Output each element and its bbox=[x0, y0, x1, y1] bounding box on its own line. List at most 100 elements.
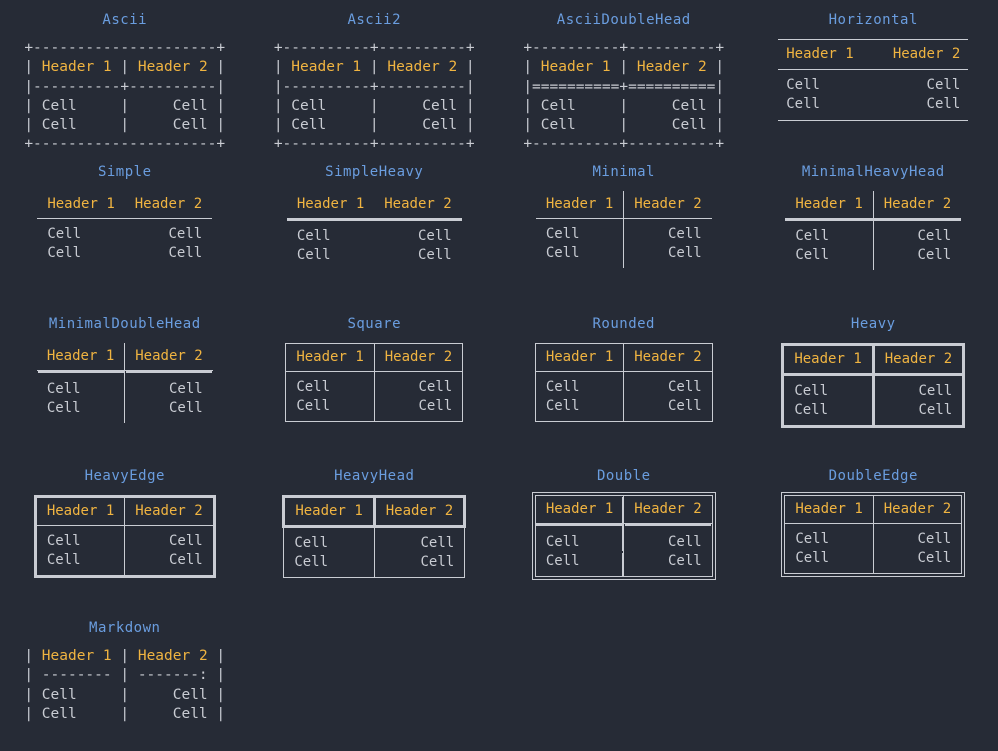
column-header-1: Header 1 bbox=[37, 191, 125, 219]
cell-right: Cell bbox=[872, 549, 962, 574]
cell-right: Cell bbox=[373, 526, 465, 553]
ascii-art-table: +---------------------+ | Header 1 | Hea… bbox=[24, 40, 226, 153]
cell-left: Cell bbox=[296, 228, 331, 244]
column-header-1: Header 1 bbox=[535, 343, 624, 372]
column-header-1: Header 1 bbox=[535, 495, 624, 524]
top-rule bbox=[778, 39, 969, 40]
table-card-markdown: Markdown| Header 1 | Header 2 | | ------… bbox=[0, 608, 250, 751]
cell-right: Cell bbox=[124, 525, 215, 551]
column-header-1: Header 1 bbox=[285, 343, 375, 372]
column-header-1: Header 1 bbox=[785, 191, 874, 221]
column-header-2: Header 2 bbox=[623, 191, 712, 219]
cell-left: Cell bbox=[294, 535, 329, 551]
cell-right: Cell bbox=[373, 553, 465, 578]
column-header-2: Header 2 bbox=[892, 46, 961, 62]
cell-left: Cell bbox=[545, 245, 580, 261]
cell-left: Cell bbox=[296, 398, 331, 414]
cell-right: Cell bbox=[926, 77, 961, 93]
ascii-art-table: | Header 1 | Header 2 | | -------- | ---… bbox=[24, 648, 226, 722]
cell-left: Cell bbox=[47, 245, 82, 261]
table-style-title: Heavy bbox=[850, 316, 896, 332]
column-header-1: Header 1 bbox=[35, 496, 125, 526]
table-style-title: MinimalDoubleHead bbox=[48, 316, 201, 332]
cell-right: Cell bbox=[872, 523, 962, 549]
cell-left: Cell bbox=[296, 247, 331, 263]
table-style-title: Horizontal bbox=[828, 12, 918, 28]
cell-left: Cell bbox=[545, 553, 580, 569]
cell-right: Cell bbox=[926, 96, 961, 112]
column-header-2: Header 2 bbox=[872, 495, 962, 524]
cell-right: Cell bbox=[417, 228, 452, 244]
table-style-title: AsciiDoubleHead bbox=[556, 12, 691, 28]
cell-left: Cell bbox=[296, 379, 331, 395]
cell-right: Cell bbox=[168, 245, 203, 261]
column-header-2: Header 2 bbox=[623, 495, 713, 524]
table-row: Cell Cell bbox=[286, 397, 463, 422]
table-style-title: MinimalHeavyHead bbox=[801, 164, 945, 180]
cell-left: Cell bbox=[795, 247, 830, 263]
cell-right: Cell bbox=[373, 397, 463, 422]
cell-right: Cell bbox=[871, 401, 964, 427]
table-style-title: Ascii bbox=[102, 12, 148, 28]
column-header-1: Header 1 bbox=[36, 343, 125, 371]
cell-left: Cell bbox=[794, 383, 829, 399]
cell-left: Cell bbox=[545, 534, 580, 550]
cell-right: Cell bbox=[124, 551, 215, 577]
column-header-2: Header 2 bbox=[372, 495, 467, 528]
cell-left: Cell bbox=[46, 400, 81, 416]
cell-right: Cell bbox=[124, 399, 213, 423]
cell-left: Cell bbox=[46, 381, 81, 397]
column-header-2: Header 2 bbox=[124, 496, 215, 526]
table-style-title: HeavyEdge bbox=[84, 468, 165, 484]
